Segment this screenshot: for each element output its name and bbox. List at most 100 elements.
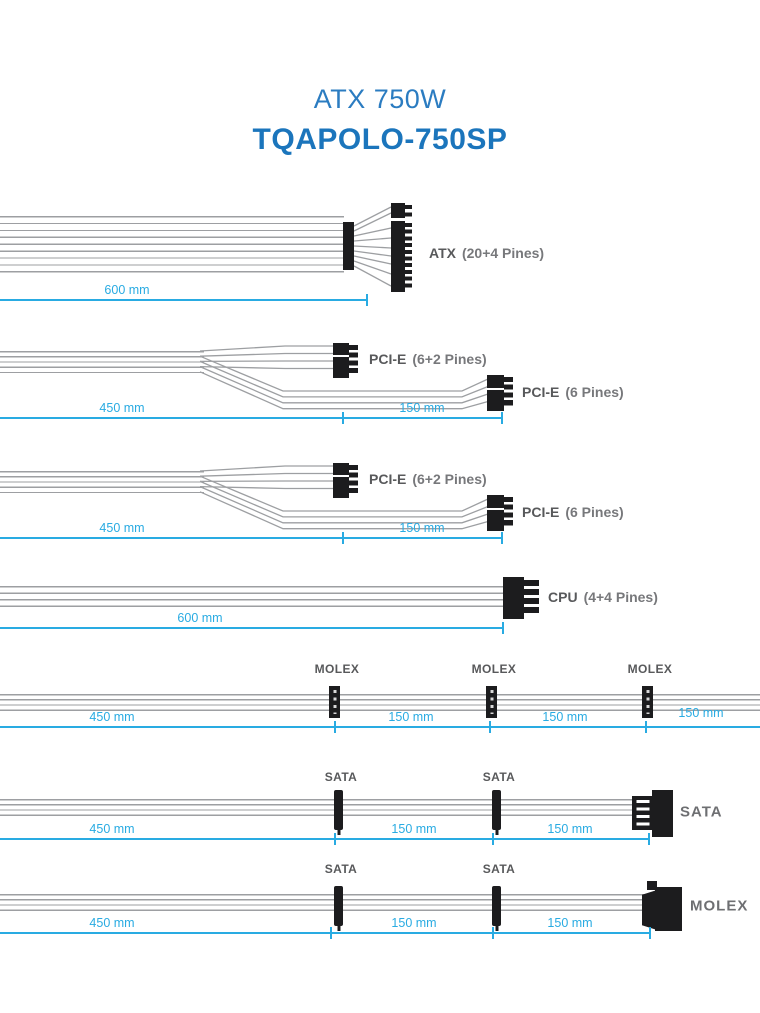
measure-line [0,299,368,301]
cable-comb [343,222,354,270]
measure-tick [334,721,336,733]
connector-label-molex-end: MOLEX [690,897,749,915]
sata-connector-nub [337,830,340,835]
wire-bundle [0,586,504,607]
wire-bundle [0,471,204,494]
connector-detail: (6+2 Pines) [412,351,487,367]
measure-label: 600 mm [177,611,223,625]
connector-name: ATX [429,245,456,261]
sata-inline-connector [334,886,343,931]
cpu-4plus4-connector [503,577,524,619]
pcie-6plus2-connector [333,343,349,378]
sata-connector-nub [495,830,498,835]
measure-label: 150 mm [678,706,724,720]
measure-label: 450 mm [89,710,135,724]
connector-label-sata: SATA [324,770,358,784]
pcie-6plus2-teeth [349,345,358,376]
wire-fan-svg [199,345,489,410]
molex-pin-dots [333,690,336,714]
measure-tick [334,833,336,845]
atx-4pin-teeth [405,205,412,217]
measure-tick [366,294,368,306]
molex-pin-dots [490,690,493,714]
wire-bundle [0,351,204,374]
measure-tick [492,833,494,845]
measure-label: 150 mm [547,916,593,930]
connector-label-pcie-6pin: PCI-E (6 Pines) [522,504,624,520]
atx-20pin-connector [391,221,405,292]
measure-tick [342,532,344,544]
measure-tick [501,532,503,544]
wire-fan-svg [199,465,489,530]
molex-inline-connector [642,686,653,718]
connector-detail: (20+4 Pines) [461,245,545,261]
measure-tick [330,927,332,939]
measure-label: 150 mm [542,710,588,724]
connector-detail: (6 Pines) [565,384,624,400]
measure-label: 150 mm [399,521,445,535]
connector-split-line [333,475,349,477]
measure-tick [489,721,491,733]
sata-inline-connector [492,790,501,835]
measure-tick [502,622,504,634]
atx-4pin-connector [391,203,405,218]
connector-name: CPU [548,589,578,605]
connector-name: PCI-E [369,471,407,487]
wire-bundle [0,894,657,911]
measure-tick [492,927,494,939]
product-model-title: TQAPOLO-750SP [252,123,508,156]
connector-label-cpu: CPU (4+4 Pines) [548,589,658,605]
connector-label-molex: MOLEX [471,662,517,676]
molex-end-connector-notch [647,881,657,890]
molex-inline-connector [486,686,497,718]
pcie-6pin-connector [487,495,504,531]
connector-split-line [487,388,504,390]
measure-label: 150 mm [547,822,593,836]
pcie-6plus2-teeth [349,465,358,496]
sata-inline-connector [334,790,343,835]
pcie-6pin-teeth [504,497,513,528]
pcie-6plus2-connector [333,463,349,498]
connector-split-line [333,355,349,357]
measure-line [0,726,760,728]
pcie-6pin-teeth [504,377,513,408]
measure-label: 150 mm [399,401,445,415]
measure-label: 150 mm [388,710,434,724]
molex-inline-connector [329,686,340,718]
connector-split-line [487,508,504,510]
connector-detail: (4+4 Pines) [583,589,658,605]
connector-detail: (6 Pines) [565,504,624,520]
connector-label-sata: SATA [324,862,358,876]
sata-connector-nub [337,926,340,931]
measure-tick [645,721,647,733]
measure-tick [649,927,651,939]
connector-name: PCI-E [522,504,560,520]
molex-end-connector-body [655,887,682,931]
molex-end-connector-flange [642,890,657,930]
connector-label-molex: MOLEX [627,662,673,676]
atx-20pin-teeth [405,223,412,290]
measure-tick [342,412,344,424]
connector-label-pcie-6pin: PCI-E(6 Pines) [522,384,624,400]
measure-tick [648,833,650,845]
measure-line [0,417,503,419]
sata-connector-nub [495,926,498,931]
measure-line [0,627,504,629]
wire-bundle [0,694,760,711]
measure-tick [501,412,503,424]
measure-label: 450 mm [89,916,135,930]
measure-label: 150 mm [391,822,437,836]
wire-bundle [0,799,653,816]
measure-label: 600 mm [104,283,150,297]
measure-label: 450 mm [89,822,135,836]
sata-end-connector-body [652,790,673,837]
sata-blade-slots [636,800,649,826]
connector-label-pcie-6plus2: PCI-E (6+2 Pines) [369,351,487,367]
measure-label: 450 mm [99,401,145,415]
connector-detail: (6+2 Pines) [412,471,487,487]
connector-label-pcie-6plus2: PCI-E (6+2 Pines) [369,471,487,487]
sata-inline-connector [492,886,501,931]
connector-name: PCI-E [369,351,407,367]
wire-bundle [0,216,344,273]
